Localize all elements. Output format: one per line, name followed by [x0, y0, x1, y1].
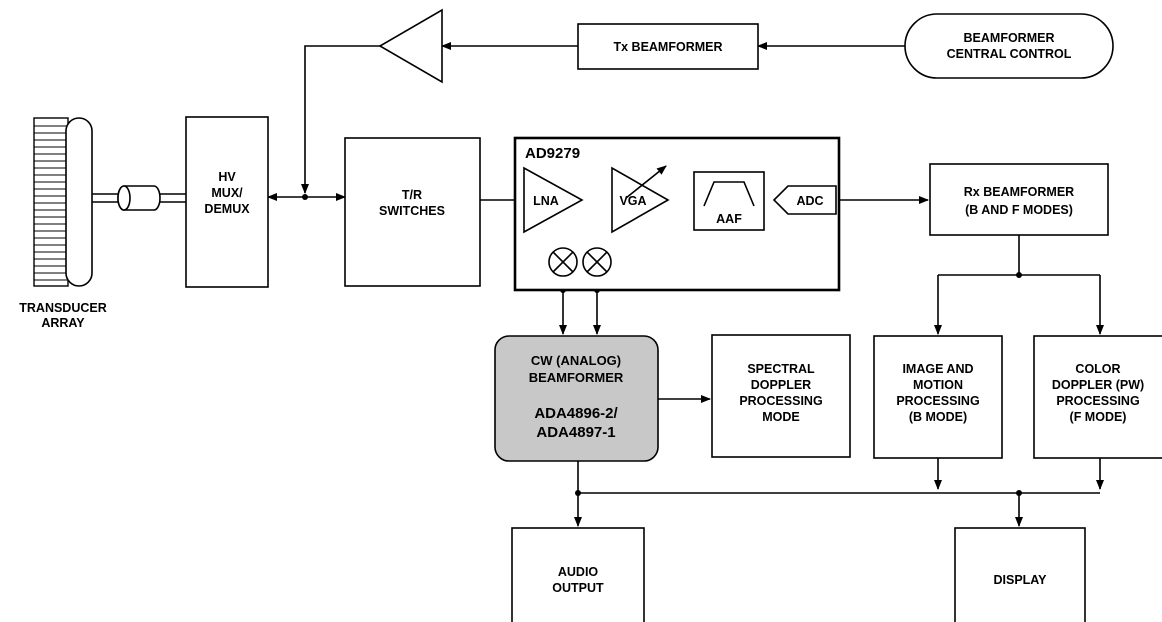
display-label: DISPLAY	[993, 573, 1047, 587]
aaf-label: AAF	[716, 212, 742, 226]
junction-dot	[302, 194, 308, 200]
cw-beamformer-label-2: BEAMFORMER	[529, 370, 624, 385]
vga-gain-arrow-icon	[625, 165, 667, 199]
color-doppler-label-4: (F MODE)	[1070, 410, 1127, 424]
rx-beamformer-label-1: Rx BEAMFORMER	[964, 185, 1074, 199]
spectral-label-2: DOPPLER	[751, 378, 811, 392]
aaf-filter-block: AAF	[693, 171, 765, 231]
cw-beamformer-label-1: CW (ANALOG)	[531, 353, 621, 368]
image-motion-label-2: MOTION	[913, 378, 963, 392]
lna-amplifier: LNA	[523, 166, 584, 234]
bandpass-filter-icon	[703, 181, 755, 207]
audio-label-1: AUDIO	[558, 565, 599, 579]
lna-label: LNA	[533, 194, 559, 208]
spectral-label-4: MODE	[762, 410, 800, 424]
color-doppler-label-3: PROCESSING	[1056, 394, 1139, 408]
color-doppler-block: COLOR DOPPLER (PW) PROCESSING (F MODE)	[1033, 335, 1162, 459]
spectral-label-1: SPECTRAL	[747, 362, 815, 376]
image-motion-label-3: PROCESSING	[896, 394, 979, 408]
hv-mux-label-1: HV	[218, 170, 236, 184]
tr-switches-label-2: SWITCHES	[379, 204, 445, 218]
spectral-doppler-block: SPECTRAL DOPPLER PROCESSING MODE	[711, 334, 851, 458]
tx-amplifier-icon	[378, 8, 443, 84]
audio-output-block: AUDIO OUTPUT	[511, 527, 645, 622]
spectral-label-3: PROCESSING	[739, 394, 822, 408]
transducer-label-1: TRANSDUCER	[19, 301, 107, 315]
image-motion-label-1: IMAGE AND	[902, 362, 973, 376]
color-doppler-label-2: DOPPLER (PW)	[1052, 378, 1144, 392]
audio-label-2: OUTPUT	[552, 581, 604, 595]
cw-part-label-2: ADA4897-1	[536, 424, 615, 441]
hv-mux-label-2: MUX/	[211, 186, 243, 200]
adc-block: ADC	[772, 185, 837, 215]
rx-beamformer-label-2: (B AND F MODES)	[965, 203, 1073, 217]
display-block: DISPLAY	[954, 527, 1086, 622]
central-control-label-1: BEAMFORMER	[964, 31, 1055, 45]
cw-beamformer-block: CW (ANALOG) BEAMFORMER ADA4896-2/ ADA489…	[494, 335, 659, 462]
transducer-label-2: ARRAY	[41, 316, 85, 330]
transducer-array-icon	[33, 117, 93, 287]
mixer-icon	[548, 247, 578, 277]
tr-switches-block: T/R SWITCHES	[344, 137, 481, 287]
tx-beamformer-label: Tx BEAMFORMER	[613, 40, 722, 54]
central-control-block: BEAMFORMER CENTRAL CONTROL	[904, 13, 1114, 79]
vga-label: VGA	[619, 194, 646, 208]
mixer-icon	[582, 247, 612, 277]
cw-part-label-1: ADA4896-2/	[534, 405, 618, 422]
vga-amplifier: VGA	[611, 165, 670, 234]
image-motion-block: IMAGE AND MOTION PROCESSING (B MODE)	[873, 335, 1003, 459]
tx-beamformer-block: Tx BEAMFORMER	[577, 23, 759, 70]
junction-dot	[1016, 272, 1022, 278]
rx-beamformer-block: Rx BEAMFORMER (B AND F MODES)	[929, 163, 1109, 236]
adc-label: ADC	[796, 194, 823, 208]
image-motion-label-4: (B MODE)	[909, 410, 967, 424]
chip-label: AD9279	[525, 145, 580, 162]
wire-amp-to-bus	[301, 45, 380, 194]
tr-switches-label-1: T/R	[402, 188, 422, 202]
central-control-label-2: CENTRAL CONTROL	[947, 47, 1072, 61]
transducer-cable-icon	[92, 185, 186, 211]
hv-mux-block: HV MUX/ DEMUX	[185, 116, 269, 288]
junction-dot	[575, 490, 581, 496]
color-doppler-label-1: COLOR	[1075, 362, 1120, 376]
junction-dot	[1016, 490, 1022, 496]
hv-mux-label-3: DEMUX	[204, 202, 250, 216]
